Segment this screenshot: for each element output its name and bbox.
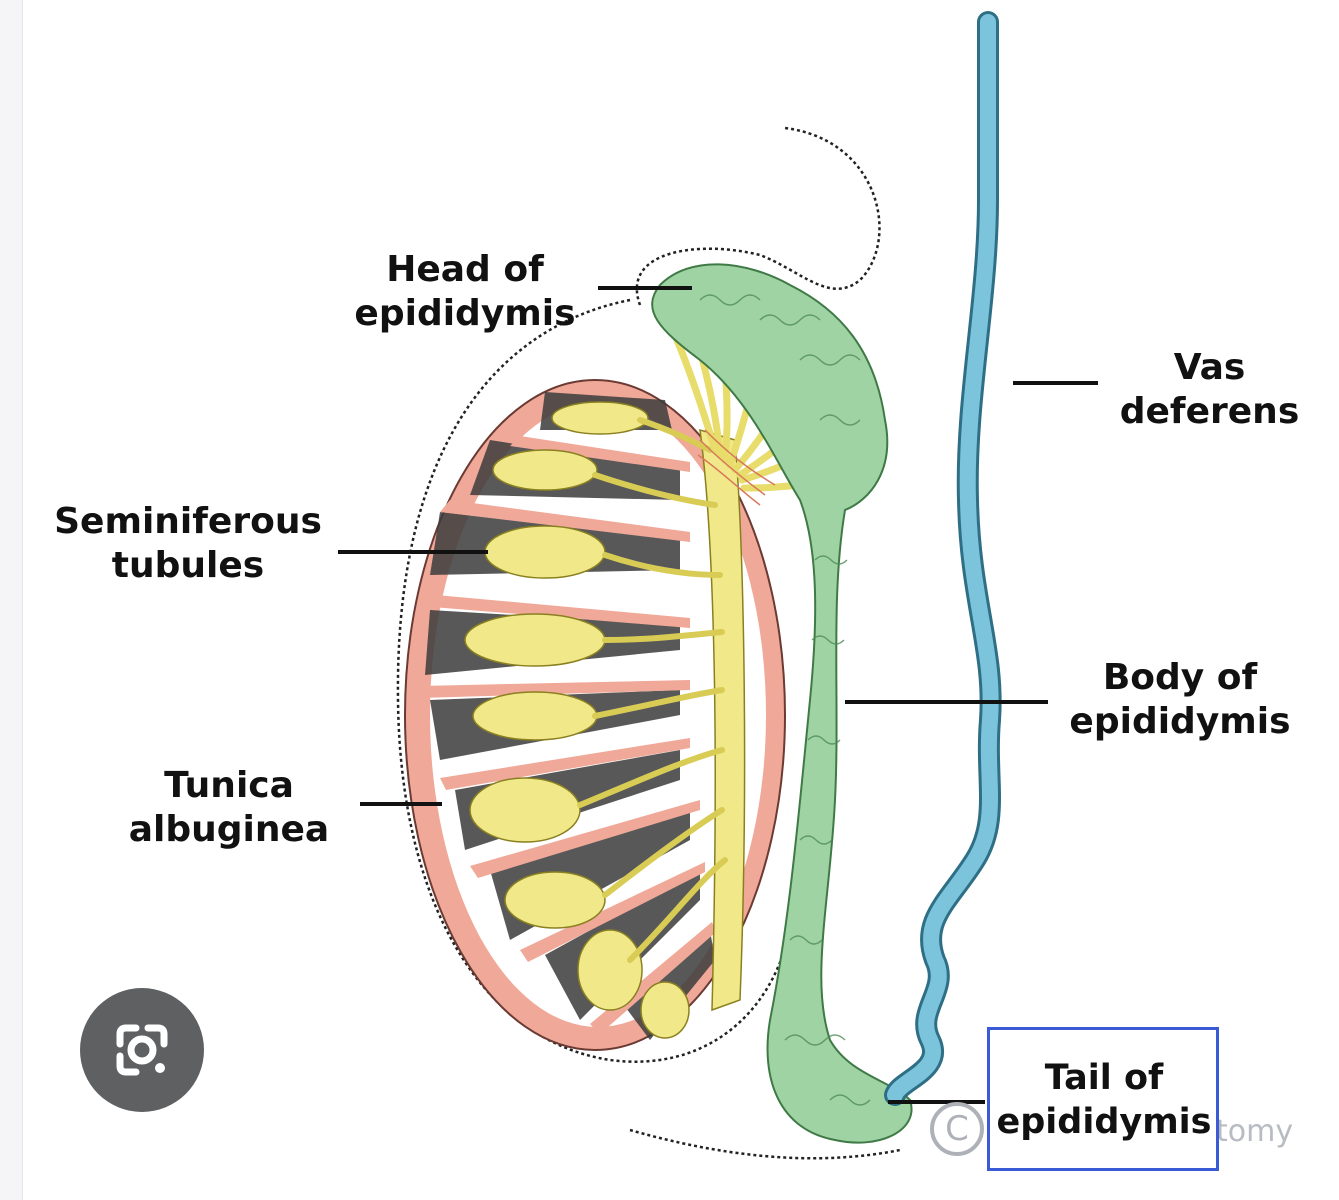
testis-outer-dotted	[396, 298, 792, 1063]
label-vas-deferens: Vas deferens	[1112, 346, 1307, 434]
watermark-text-tail: tomy	[1216, 1114, 1294, 1149]
label-tail-line-1: Tail of	[1044, 1058, 1164, 1098]
label-seminiferous-line-1: Seminiferous	[54, 501, 322, 542]
tunica-vaginalis-lower	[629, 1128, 901, 1160]
visual-search-lens-icon	[116, 1024, 168, 1076]
label-tail-of-epididymis: Tail of epididymis	[988, 1056, 1220, 1144]
label-vas-line-1: Vas	[1173, 347, 1246, 388]
label-head-of-epididymis: Head of epididymis	[350, 248, 580, 336]
label-tail-line-2: epididymis	[996, 1102, 1212, 1142]
watermark-text: tomy	[1216, 1114, 1293, 1149]
efferent-ductules-red	[697, 429, 776, 506]
label-tunica-albuginea: Tunica albuginea	[118, 764, 340, 852]
label-body-line-2: epididymis	[1069, 701, 1291, 742]
vas-deferens-fill	[887, 14, 999, 1103]
label-head-line-2: epididymis	[354, 293, 576, 334]
label-body-of-epididymis: Body of epididymis	[1062, 656, 1298, 744]
label-tunica-line-1: Tunica	[164, 765, 294, 806]
seminiferous-tubule-masses	[464, 401, 690, 1039]
tubuli-recti	[577, 417, 728, 963]
label-tunica-line-2: albuginea	[128, 809, 330, 850]
label-vas-line-2: deferens	[1119, 391, 1300, 432]
label-head-line-1: Head of	[386, 249, 544, 290]
tail-of-epididymis-selection-box[interactable]: Tail of epididymis	[987, 1027, 1219, 1171]
viewer-edge	[0, 0, 23, 1200]
copyright-mark: C	[930, 1102, 984, 1156]
label-seminiferous-tubules: Seminiferous tubules	[48, 500, 328, 588]
testis-septa	[420, 436, 716, 1034]
label-body-line-1: Body of	[1102, 657, 1258, 698]
epididymis-coils	[699, 294, 871, 1106]
rete-testis	[699, 428, 746, 1012]
tunica-vaginalis-outline	[635, 126, 881, 306]
visual-search-button[interactable]	[80, 988, 204, 1112]
label-seminiferous-line-2: tubules	[111, 545, 265, 586]
leader-lines	[338, 286, 1098, 1104]
